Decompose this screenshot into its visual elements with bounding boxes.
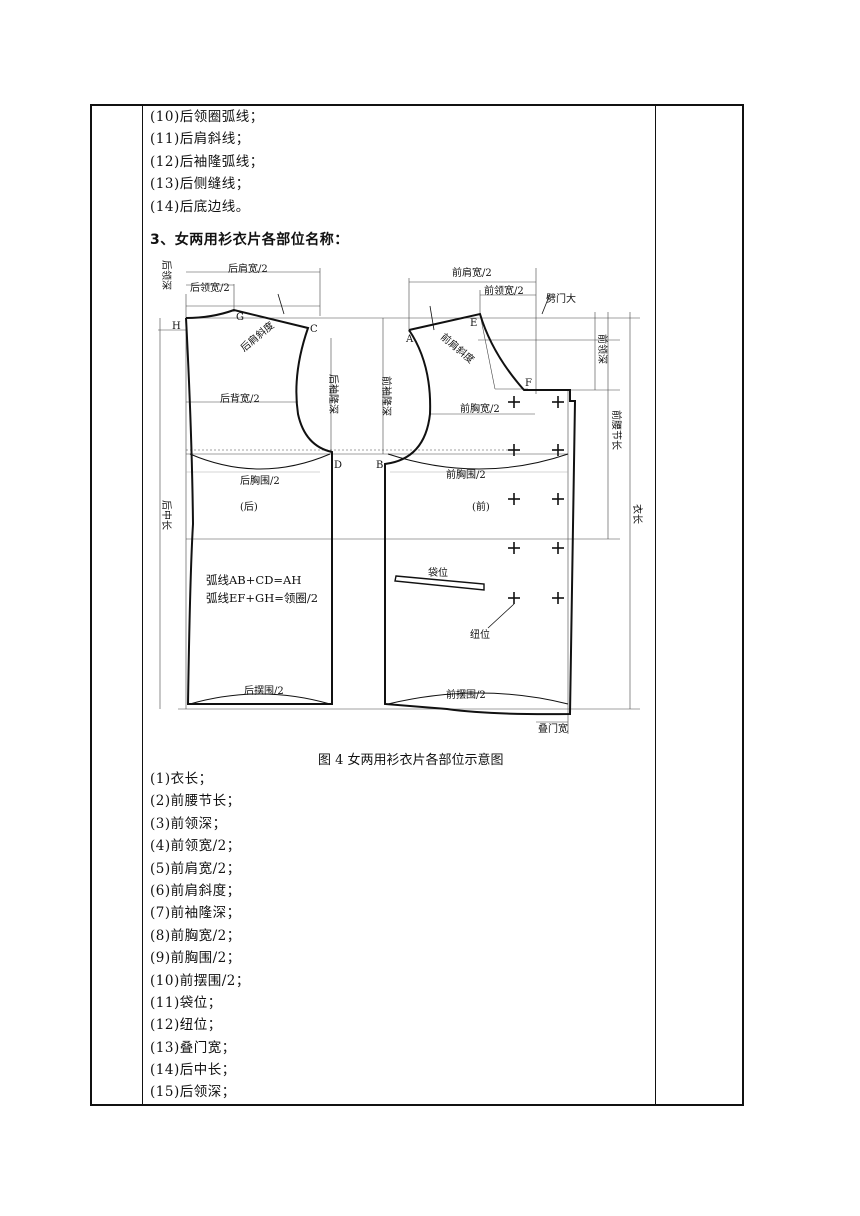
list-item: (8)前胸宽/2；	[150, 927, 241, 944]
point-g: G	[236, 312, 244, 323]
label-back-shoulder-width: 后肩宽/2	[228, 262, 268, 275]
part-name-list: (1)衣长； (2)前腰节长； (3)前领深； (4)前领宽/2； (5)前肩宽…	[150, 768, 250, 1104]
label-button: 纽位	[470, 628, 490, 641]
back-panel-outline	[185, 308, 333, 705]
guide-lines	[158, 268, 640, 734]
pattern-outlines	[185, 308, 577, 716]
label-back-armhole-depth: 后袖隆深	[327, 374, 340, 414]
left-column-divider	[142, 106, 143, 1104]
back-part-list: (10)后领圈弧线； (11)后肩斜线； (12)后袖隆弧线； (13)后侧缝线…	[150, 106, 264, 218]
list-item: (14)后中长；	[150, 1062, 236, 1079]
label-front-waist-length: 前腰节长	[610, 410, 623, 450]
label-back: (后)	[240, 501, 258, 513]
formula-2: 弧线EF+GH=领圈/2	[206, 591, 318, 605]
label-front-chest-width: 前胸宽/2	[460, 402, 500, 415]
label-front-neck-width: 前领宽/2	[484, 284, 524, 297]
list-item: (11)袋位；	[150, 994, 222, 1011]
list-item: (11)后肩斜线；	[150, 131, 250, 148]
label-front-chest: 前胸围/2	[446, 468, 486, 481]
list-item: (10)前摆围/2；	[150, 972, 250, 989]
button-mark	[552, 396, 564, 408]
button-mark	[552, 444, 564, 456]
button-mark	[552, 542, 564, 554]
garment-diagram-svg: 后肩宽/2 后领宽/2 后背宽/2 后胸围/2 (后) 后摆围/2 弧线AB+C…	[158, 260, 644, 735]
label-back-neck-depth: 后领深	[160, 260, 173, 290]
list-item: (6)前肩斜度；	[150, 882, 241, 899]
label-front-shoulder-slope: 前肩斜度	[438, 330, 477, 366]
label-front-neck-depth: 前领深	[596, 334, 609, 364]
garment-diagram: 后肩宽/2 后领宽/2 后背宽/2 后胸围/2 (后) 后摆围/2 弧线AB+C…	[150, 254, 650, 744]
label-back-neck-width: 后领宽/2	[190, 281, 230, 294]
section-heading: 3、女两用衫衣片各部位名称：	[150, 232, 349, 248]
list-item: (1)衣长；	[150, 771, 213, 787]
list-item: (2)前腰节长；	[150, 793, 241, 810]
pocket-shape	[394, 575, 485, 591]
button-mark	[552, 493, 564, 505]
table-frame	[90, 104, 744, 1106]
point-d: D	[334, 460, 342, 471]
formula-1: 弧线AB+CD=AH	[206, 573, 301, 587]
list-item: (4)前领宽/2；	[150, 838, 241, 855]
button-mark	[508, 493, 520, 505]
list-item: (15)后领深；	[150, 1084, 236, 1101]
list-item: (13)后侧缝线；	[150, 176, 250, 193]
label-back-width: 后背宽/2	[220, 392, 260, 405]
label-front-hem: 前摆围/2	[446, 688, 486, 701]
figure-caption: 图 4 女两用衫衣片各部位示意图	[318, 753, 504, 768]
front-panel-outline	[384, 312, 577, 716]
label-front-armhole-depth: 前袖隆深	[380, 376, 393, 416]
point-h: H	[172, 321, 181, 332]
label-back-shoulder-slope: 后肩斜度	[238, 319, 277, 355]
list-item: (3)前领深；	[150, 815, 227, 832]
label-front: (前)	[472, 500, 490, 513]
label-back-center-length: 后中长	[160, 500, 173, 530]
button-mark	[552, 592, 564, 604]
point-a: A	[405, 334, 414, 345]
list-item: (7)前袖隆深；	[150, 905, 241, 922]
list-item: (14)后底边线。	[150, 198, 250, 215]
label-front-shoulder-width: 前肩宽/2	[452, 266, 492, 279]
right-column-divider	[655, 106, 656, 1104]
list-item: (12)后袖隆弧线；	[150, 153, 264, 170]
list-item: (12)纽位；	[150, 1017, 222, 1034]
label-overlap-width: 叠门宽	[538, 722, 568, 735]
list-item: (13)叠门宽；	[150, 1039, 236, 1056]
button-mark	[508, 542, 520, 554]
label-garment-length: 衣长	[631, 504, 644, 524]
point-b: B	[376, 460, 383, 471]
leader-lines	[277, 293, 551, 629]
button-marks	[508, 396, 564, 604]
label-back-chest: 后胸围/2	[240, 474, 280, 487]
point-f: F	[525, 378, 532, 389]
label-pocket: 袋位	[428, 566, 448, 579]
label-placket-allowance: 劈门大	[546, 292, 576, 305]
list-item: (10)后领圈弧线；	[150, 109, 264, 125]
button-mark	[508, 592, 520, 604]
point-e: E	[470, 318, 477, 329]
label-back-hem: 后摆围/2	[244, 684, 284, 697]
button-mark	[508, 444, 520, 456]
list-item: (9)前胸围/2；	[150, 950, 241, 967]
hem-curves	[189, 453, 569, 705]
point-c: C	[310, 324, 318, 335]
list-item: (5)前肩宽/2；	[150, 860, 241, 877]
button-mark	[508, 396, 520, 408]
